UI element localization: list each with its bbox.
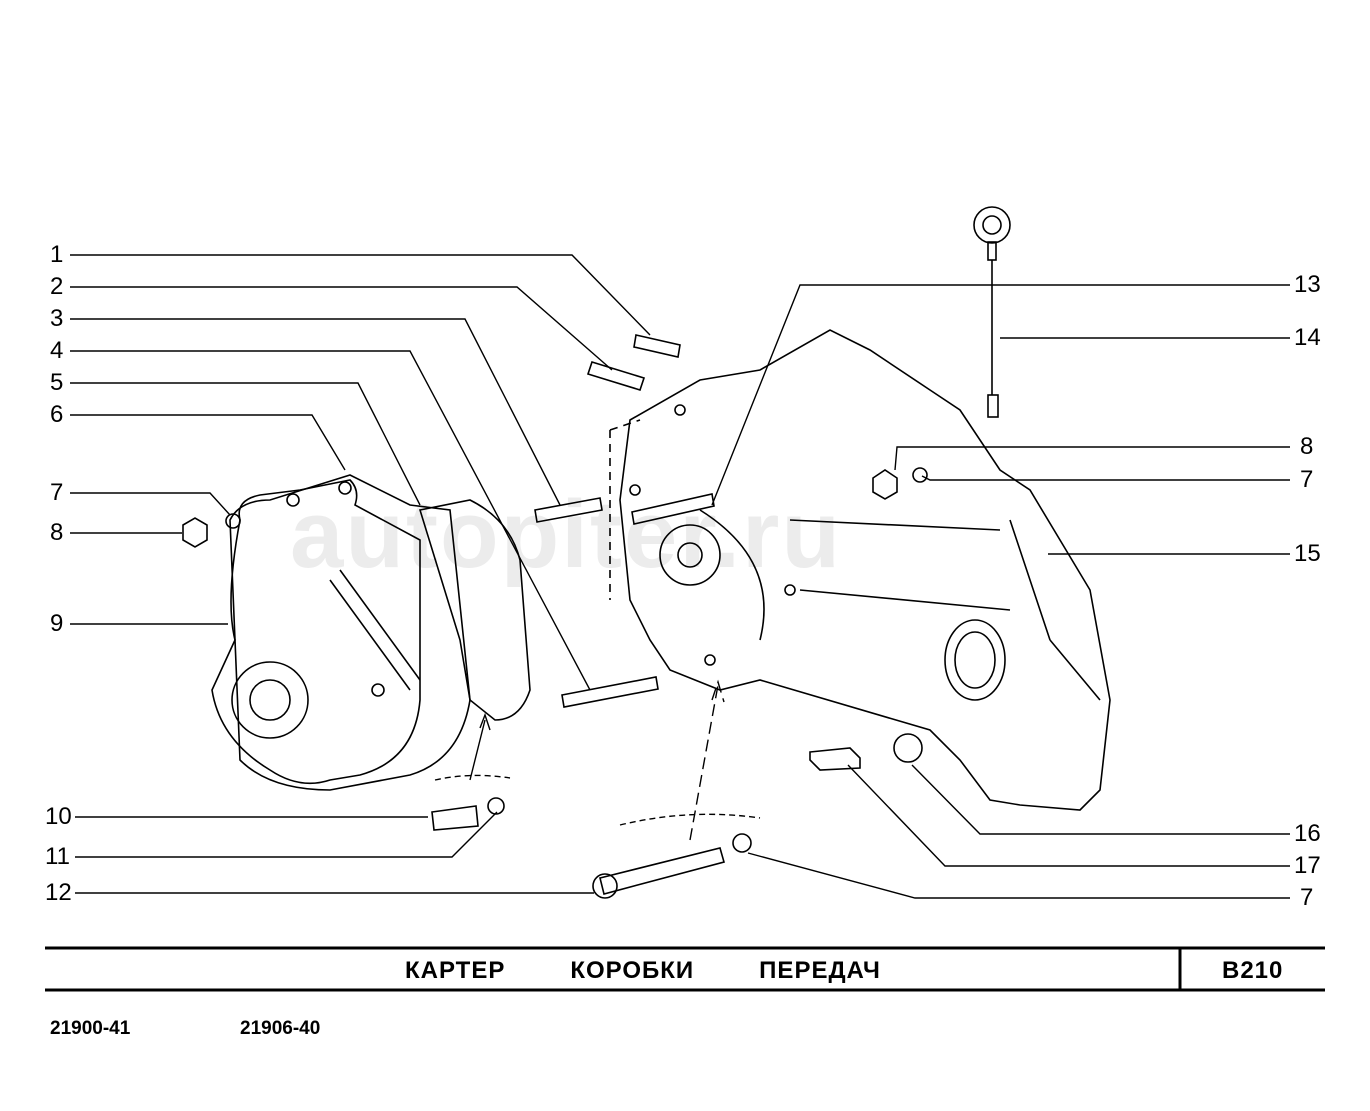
callout-12: 12 [45, 879, 72, 906]
callout-3: 3 [50, 305, 64, 332]
callout-10: 10 [45, 803, 72, 830]
callout-16: 16 [1294, 820, 1321, 847]
seal-plate [418, 499, 531, 721]
model-code-2: 21906-40 [240, 1018, 321, 1039]
callout-8: 8 [50, 519, 64, 546]
leader-7b [921, 475, 1290, 481]
leader-17 [847, 764, 1290, 867]
leader-7c [747, 852, 1290, 899]
callout-15: 15 [1294, 540, 1321, 567]
leader-16 [911, 764, 1290, 835]
fasteners [182, 467, 928, 853]
leader-13 [711, 284, 1290, 506]
callout-1: 1 [50, 241, 64, 268]
gearbox-cover [211, 479, 421, 785]
callout-7: 7 [50, 479, 64, 506]
leader-6 [70, 414, 346, 471]
studs [431, 334, 725, 899]
callout-13: 13 [1294, 271, 1321, 298]
diagram-title: КАРТЕР КОРОБКИ ПЕРЕДАЧ [405, 957, 881, 984]
gearbox-housing [609, 329, 1111, 811]
callout-2: 2 [50, 273, 64, 300]
arrow-housing [689, 679, 725, 841]
leader-4 [70, 350, 591, 691]
leader-3 [70, 318, 561, 506]
callout-14: 14 [1294, 324, 1321, 351]
callout-7-right: 7 [1300, 466, 1314, 493]
arc-housing [619, 813, 761, 826]
arc-cover [434, 774, 511, 781]
callout-17: 17 [1294, 852, 1321, 879]
leader-8b [894, 446, 1290, 471]
arrow-cover [469, 712, 491, 781]
model-code-1: 21900-41 [50, 1018, 131, 1039]
callout-4: 4 [50, 337, 64, 364]
callout-7-bottom: 7 [1300, 884, 1314, 911]
callout-6: 6 [50, 401, 64, 428]
callout-9: 9 [50, 610, 64, 637]
watermark: autopiter.ru [290, 481, 843, 588]
page-code: B210 [1222, 957, 1284, 984]
leader-7a [70, 492, 231, 516]
leader-1 [70, 254, 651, 336]
callout-5: 5 [50, 369, 64, 396]
leader-2 [70, 286, 613, 371]
leader-11 [75, 811, 498, 858]
dipstick [973, 206, 1011, 418]
cover-gasket [229, 474, 471, 791]
callout-8-right: 8 [1300, 433, 1314, 460]
leader-5 [70, 382, 421, 506]
callout-11: 11 [45, 843, 70, 870]
